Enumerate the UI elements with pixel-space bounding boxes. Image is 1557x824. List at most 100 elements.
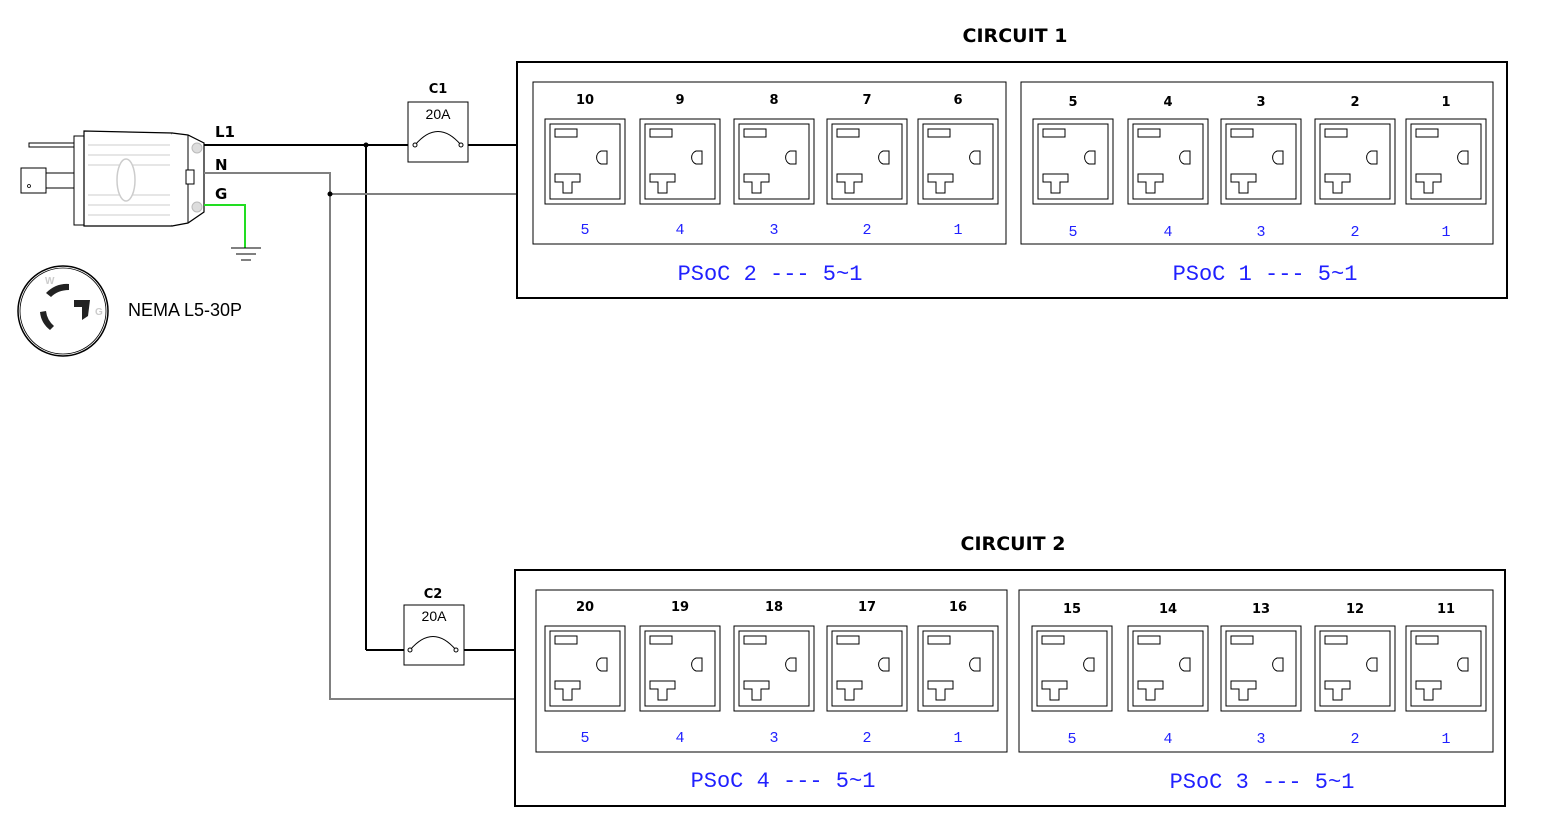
outlet-housing [544, 118, 626, 205]
outlet-t-slot-icon [1041, 680, 1068, 701]
outlet-face [1225, 123, 1297, 200]
outlet-slot-icon [1324, 128, 1348, 138]
outlet-ground-hole-icon [1179, 657, 1191, 672]
outlet-face [831, 123, 903, 200]
outlet-ground-hole-icon [969, 150, 981, 165]
outlet-number: 3 [1256, 95, 1265, 110]
outlet-face [1225, 630, 1297, 707]
outlet-face [1319, 123, 1391, 200]
outlet-number: 9 [675, 93, 684, 108]
outlet-position: 1 [1441, 731, 1450, 748]
outlet-position: 5 [580, 730, 589, 747]
ground-symbol-icon [231, 247, 261, 261]
outlet-housing [917, 118, 999, 205]
outlet-slot-icon [1415, 635, 1439, 645]
outlet-number: 1 [1441, 95, 1450, 110]
outlet-ground-hole-icon [691, 150, 703, 165]
outlet-t-slot-icon [1415, 173, 1442, 194]
outlet-position: 3 [1256, 224, 1265, 241]
outlet-t-slot-icon [743, 173, 770, 194]
outlet-ground-hole-icon [596, 657, 608, 672]
psoc-group-frame [532, 81, 1007, 245]
outlet-position: 5 [1068, 224, 1077, 241]
outlet-position: 2 [1350, 224, 1359, 241]
outlet-position: 4 [675, 222, 684, 239]
outlet-housing [1032, 118, 1114, 205]
outlet-slot-icon [1230, 128, 1254, 138]
outlet-face [922, 630, 994, 707]
outlet-position: 3 [1256, 731, 1265, 748]
outlet-slot-icon [1041, 635, 1065, 645]
outlet-ground-hole-icon [1083, 657, 1095, 672]
outlet-slot-icon [927, 635, 951, 645]
outlet-face [831, 630, 903, 707]
outlet-housing [826, 118, 908, 205]
outlet-position: 1 [1441, 224, 1450, 241]
outlet: 105 [544, 93, 626, 239]
outlet-slot-icon [1324, 635, 1348, 645]
outlet: 183 [733, 600, 815, 747]
outlet-position: 3 [769, 730, 778, 747]
junction-dot [327, 191, 333, 197]
outlet-t-slot-icon [836, 680, 863, 701]
outlet: 94 [639, 93, 721, 239]
circuit-frame [514, 569, 1506, 807]
outlet-housing [1405, 118, 1487, 205]
outlet-position: 2 [1350, 731, 1359, 748]
outlet-t-slot-icon [649, 680, 676, 701]
outlet-face [922, 123, 994, 200]
outlet-housing [1127, 625, 1209, 712]
outlet-slot-icon [1042, 128, 1066, 138]
outlet-number: 7 [862, 93, 871, 108]
outlet-position: 2 [862, 222, 871, 239]
outlet-position: 4 [1163, 224, 1172, 241]
outlet-slot-icon [1137, 128, 1161, 138]
outlet-housing [1314, 625, 1396, 712]
outlet-position: 4 [675, 730, 684, 747]
outlet-face [738, 630, 810, 707]
outlet-number: 16 [949, 600, 967, 615]
outlet-t-slot-icon [1324, 173, 1351, 194]
outlet: 155 [1031, 602, 1113, 748]
outlet-face [1410, 630, 1482, 707]
outlet-t-slot-icon [1042, 173, 1069, 194]
breaker-c2-rating: 20A [422, 608, 448, 624]
outlet-housing [639, 625, 721, 712]
outlet-number: 12 [1346, 602, 1364, 617]
outlet-face [1319, 630, 1391, 707]
outlet-housing [1031, 625, 1113, 712]
line-wires [204, 144, 517, 651]
psoc-group-label: PSoC 1 --- 5~1 [1173, 262, 1358, 287]
outlet-housing [1127, 118, 1209, 205]
outlet-face [549, 630, 621, 707]
outlet-t-slot-icon [1324, 680, 1351, 701]
outlet: 72 [826, 93, 908, 239]
junction-dot [363, 142, 369, 148]
outlet-slot-icon [1137, 635, 1161, 645]
outlet-ground-hole-icon [785, 150, 797, 165]
outlet-slot-icon [836, 128, 860, 138]
outlet-ground-hole-icon [1084, 150, 1096, 165]
outlet-number: 4 [1163, 95, 1172, 110]
outlet-ground-hole-icon [1366, 150, 1378, 165]
outlet-face [644, 630, 716, 707]
breaker-c2: C2 20A [403, 587, 465, 666]
outlet-t-slot-icon [554, 680, 581, 701]
breaker-c1-rating: 20A [426, 106, 452, 122]
outlet-face [1132, 123, 1204, 200]
outlet-number: 19 [671, 600, 689, 615]
psoc-group-label: PSoC 3 --- 5~1 [1170, 770, 1355, 795]
outlet-housing [733, 625, 815, 712]
outlet-face [738, 123, 810, 200]
outlet-number: 13 [1252, 602, 1270, 617]
outlet-slot-icon [743, 635, 767, 645]
outlet-slot-icon [1415, 128, 1439, 138]
outlet: 44 [1127, 95, 1209, 241]
outlet: 55 [1032, 95, 1114, 241]
outlet-position: 1 [953, 730, 962, 747]
terminal-l1-label: L1 [215, 123, 235, 141]
outlet-ground-hole-icon [1457, 150, 1469, 165]
outlet-ground-hole-icon [785, 657, 797, 672]
